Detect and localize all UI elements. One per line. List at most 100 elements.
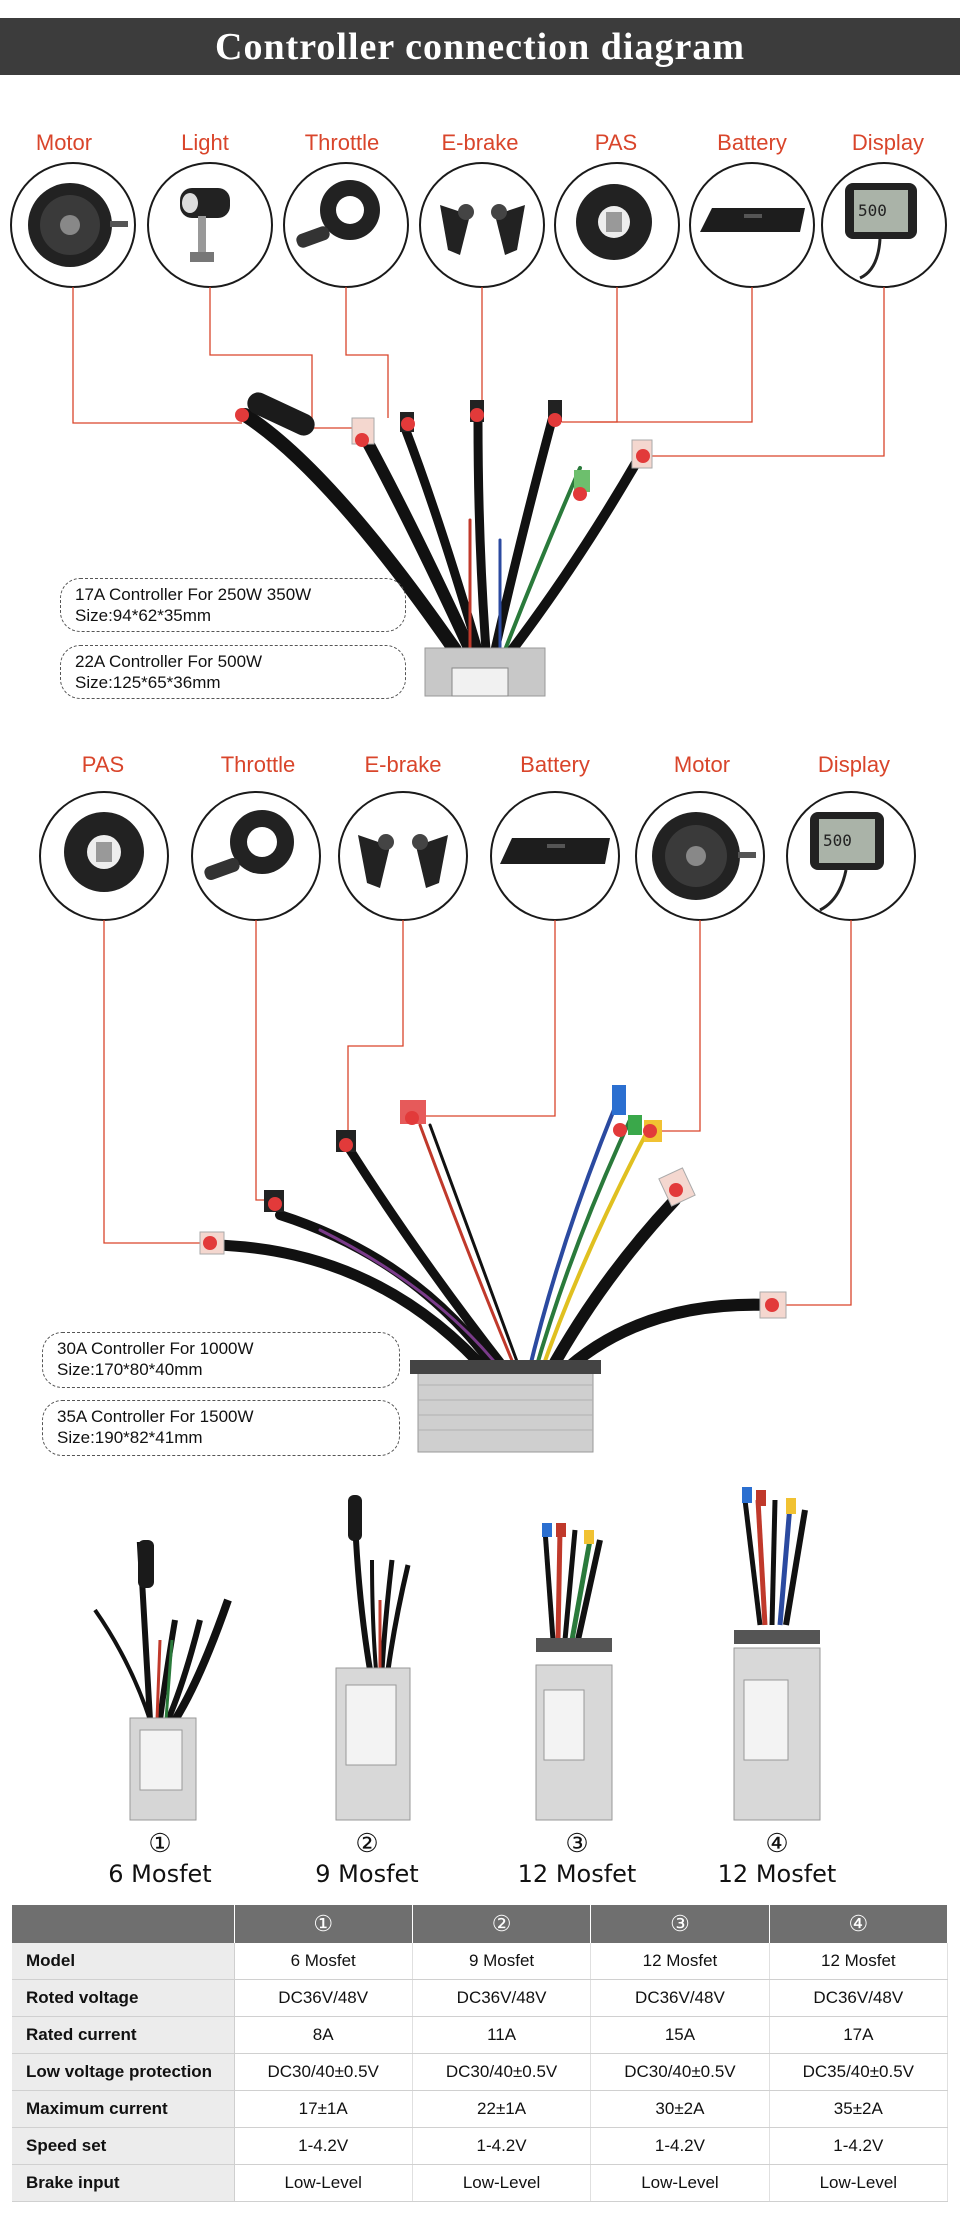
table-cell: 12 Mosfet <box>769 1943 949 1980</box>
d1-connectors <box>235 400 653 501</box>
product-2-controller <box>335 1495 411 1821</box>
pas-sensor-icon <box>576 184 652 260</box>
d2-label-battery: Battery <box>520 752 590 777</box>
d1-light-circle <box>147 162 273 288</box>
battery-icon <box>700 208 805 232</box>
battery-icon <box>500 838 610 864</box>
d2-label-motor: Motor <box>673 752 731 777</box>
headlight-icon <box>180 188 230 262</box>
table-header: ③ <box>590 1905 770 1943</box>
d2-motor-circle <box>635 791 765 921</box>
table-cell: 1-4.2V <box>590 2127 770 2165</box>
svg-text:500: 500 <box>823 831 852 850</box>
spec-line-model: 17A Controller For 250W 350W <box>75 585 312 604</box>
table-header-row: ① ② ③ ④ <box>12 1905 949 1943</box>
table-cell: 35±2A <box>769 2090 949 2128</box>
table-row: Model 6 Mosfet 9 Mosfet 12 Mosfet 12 Mos… <box>12 1943 949 1980</box>
table-cell: 11A <box>412 2016 592 2054</box>
table-cell: 8A <box>234 2016 413 2054</box>
brake-lever-icon <box>358 834 448 888</box>
d1-display-circle: 500 <box>821 162 947 288</box>
d1-ebrake-circle <box>419 162 545 288</box>
thumb-throttle-icon <box>204 810 294 881</box>
table-row: Maximum current 17±1A 22±1A 30±2A 35±2A <box>12 2090 949 2128</box>
spec-line-model: 35A Controller For 1500W <box>57 1407 254 1426</box>
d2-spec-30a: 30A Controller For 1000W Size:170*80*40m… <box>42 1332 400 1388</box>
table-row: Roted voltage DC36V/48V DC36V/48V DC36V/… <box>12 1979 949 2017</box>
d2-label-ebrake: E-brake <box>364 752 442 777</box>
product-1-name: 6 Mosfet <box>108 1860 212 1888</box>
table-cell: DC36V/48V <box>590 1979 770 2017</box>
svg-text:500: 500 <box>858 201 887 220</box>
thumb-throttle-icon <box>296 180 380 248</box>
product-1-number: ① <box>148 1828 172 1858</box>
table-cell: 15A <box>590 2016 770 2054</box>
table-cell: Low-Level <box>769 2164 949 2202</box>
spec-line-model: 22A Controller For 500W <box>75 652 263 671</box>
d2-spec-35a: 35A Controller For 1500W Size:190*82*41m… <box>42 1400 400 1456</box>
pas-sensor-icon <box>64 812 144 892</box>
product-3-name: 12 Mosfet <box>517 1860 637 1888</box>
table-cell: Low-Level <box>234 2164 413 2202</box>
table-cell: DC30/40±0.5V <box>590 2053 770 2091</box>
row-label: Rated current <box>12 2016 235 2054</box>
table-header: ④ <box>769 1905 949 1943</box>
d1-pas-circle <box>554 162 680 288</box>
table-cell: 1-4.2V <box>234 2127 413 2165</box>
row-label: Brake input <box>12 2164 235 2202</box>
table-row: Speed set 1-4.2V 1-4.2V 1-4.2V 1-4.2V <box>12 2127 949 2165</box>
spec-table: ① ② ③ ④ Model 6 Mosfet 9 Mosfet 12 Mosfe… <box>12 1905 949 2202</box>
table-cell: DC36V/48V <box>234 1979 413 2017</box>
product-1-controller <box>93 1540 232 1821</box>
table-cell: 12 Mosfet <box>590 1943 770 1980</box>
spec-line-size: Size:125*65*36mm <box>75 673 221 692</box>
d1-throttle-circle <box>283 162 409 288</box>
product-4-controller <box>733 1487 821 1821</box>
brake-lever-icon <box>440 204 525 255</box>
table-cell: DC36V/48V <box>769 1979 949 2017</box>
d2-ebrake-circle <box>338 791 468 921</box>
d2-label-throttle: Throttle <box>220 752 296 777</box>
table-cell: 9 Mosfet <box>412 1943 592 1980</box>
d1-motor-circle <box>10 162 136 288</box>
table-cell: 30±2A <box>590 2090 770 2128</box>
d1-cables <box>238 408 645 657</box>
row-label: Maximum current <box>12 2090 235 2128</box>
table-cell: 1-4.2V <box>769 2127 949 2165</box>
product-4-number: ④ <box>765 1828 789 1858</box>
d2-cables <box>209 1093 776 1381</box>
table-cell: 6 Mosfet <box>234 1943 413 1980</box>
lcd-display-icon: 500 <box>845 183 917 280</box>
table-cell: Low-Level <box>412 2164 592 2202</box>
title-banner: Controller connection diagram <box>0 18 960 75</box>
lcd-display-icon: 500 <box>810 812 884 912</box>
table-header: ② <box>412 1905 592 1943</box>
d2-display-circle: 500 <box>786 791 916 921</box>
table-cell: DC30/40±0.5V <box>234 2053 413 2091</box>
row-label: Model <box>12 1943 235 1980</box>
product-2-name: 9 Mosfet <box>315 1860 419 1888</box>
d2-battery-circle <box>490 791 620 921</box>
d1-label-light: Light <box>181 130 229 155</box>
d1-label-battery: Battery <box>717 130 787 155</box>
d1-spec-17a: 17A Controller For 250W 350W Size:94*62*… <box>60 578 406 632</box>
table-cell: 17±1A <box>234 2090 413 2128</box>
table-cell: 22±1A <box>412 2090 592 2128</box>
d2-label-pas: PAS <box>81 752 125 777</box>
hub-motor-icon <box>28 183 128 267</box>
spec-line-size: Size:94*62*35mm <box>75 606 212 625</box>
d1-cable-sleeve <box>247 392 315 436</box>
d2-label-display: Display <box>817 752 891 777</box>
spec-line-size: Size:190*82*41mm <box>57 1428 203 1447</box>
table-cell: 1-4.2V <box>412 2127 592 2165</box>
table-row: Rated current 8A 11A 15A 17A <box>12 2016 949 2054</box>
d1-controller-box <box>424 647 546 697</box>
d1-battery-circle <box>689 162 815 288</box>
d1-label-throttle: Throttle <box>304 130 380 155</box>
hub-motor-icon <box>652 812 756 900</box>
row-label: Roted voltage <box>12 1979 235 2017</box>
d2-controller-box <box>410 1360 601 1453</box>
d2-connectors <box>199 1085 787 1319</box>
d2-throttle-circle <box>191 791 321 921</box>
